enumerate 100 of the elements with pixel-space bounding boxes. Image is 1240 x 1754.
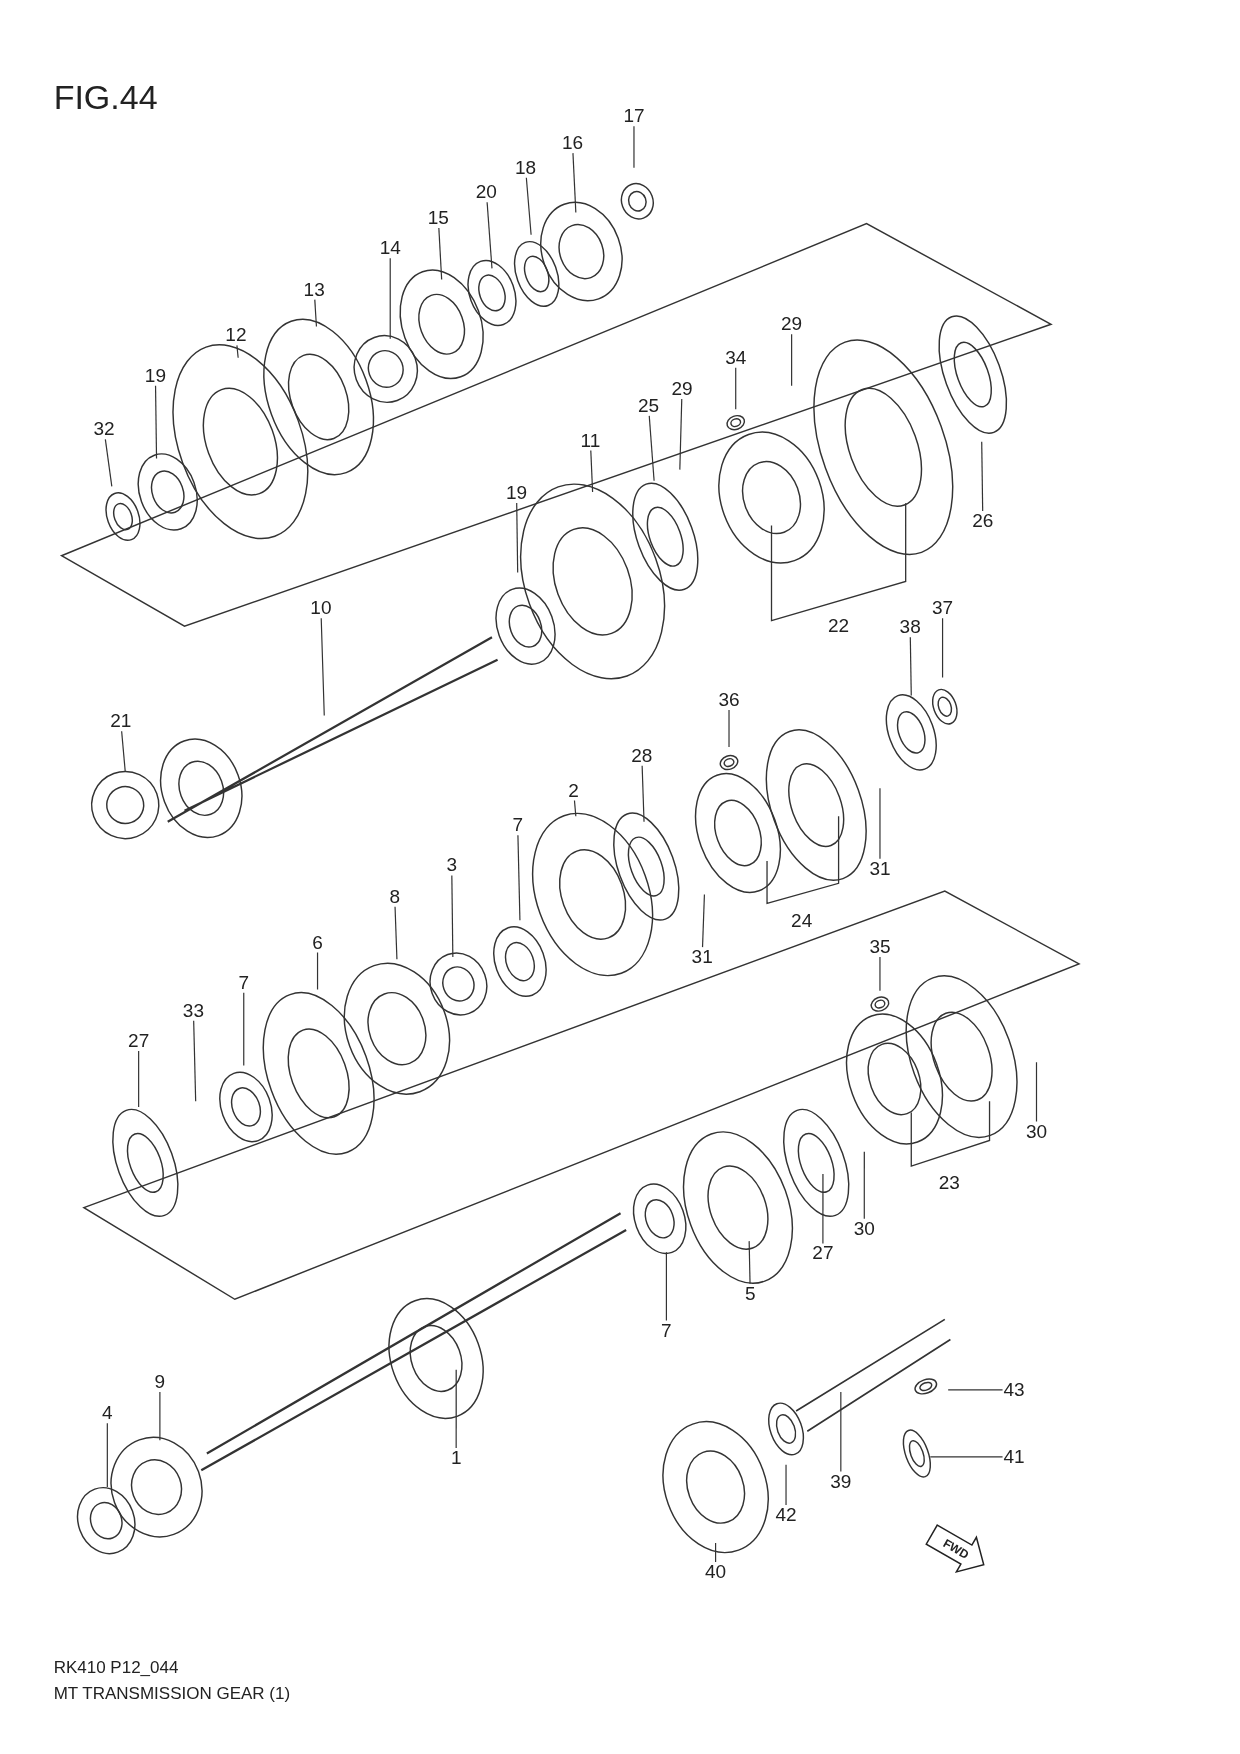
leader-line xyxy=(236,344,239,359)
leader-line xyxy=(648,415,655,482)
leader-line xyxy=(316,952,319,991)
callout-number: 21 xyxy=(109,711,133,732)
callout-number: 30 xyxy=(1024,1121,1049,1142)
leader-line xyxy=(516,502,519,574)
leader-line xyxy=(791,333,793,387)
callout-number: 34 xyxy=(724,347,748,368)
callout-number: 35 xyxy=(868,937,892,958)
callout-number: 30 xyxy=(852,1218,876,1239)
leader-line xyxy=(104,438,113,487)
callout-number: 7 xyxy=(511,815,524,836)
callout-number: 1 xyxy=(449,1448,463,1469)
leader-line xyxy=(243,992,245,1067)
callout-number: 11 xyxy=(579,430,602,451)
callout-number: 25 xyxy=(636,395,661,416)
leader-line xyxy=(929,1456,1004,1458)
callout-number: 19 xyxy=(143,365,167,386)
leader-line xyxy=(455,1369,457,1449)
leader-line xyxy=(517,834,521,921)
callout-number: 42 xyxy=(774,1505,798,1526)
leader-line xyxy=(785,1464,787,1506)
diagram-caption: MT TRANSMISSION GEAR (1) xyxy=(53,1683,291,1704)
callout-number: 20 xyxy=(474,182,498,203)
leader-line xyxy=(701,893,705,948)
callout-number: 5 xyxy=(743,1283,757,1304)
callout-number: 38 xyxy=(898,617,922,638)
leader-line xyxy=(159,1391,161,1441)
leader-line xyxy=(665,1251,667,1322)
callout-number: 39 xyxy=(829,1471,853,1492)
leader-line xyxy=(863,1151,865,1220)
callout-number: 37 xyxy=(931,598,955,619)
callout-number: 19 xyxy=(505,483,529,504)
part-code: RK410 P12_044 xyxy=(53,1658,179,1679)
callout-number: 33 xyxy=(181,1000,205,1021)
leader-line xyxy=(314,299,318,328)
callout-number: 8 xyxy=(388,886,401,907)
callout-number: 17 xyxy=(622,106,646,127)
callout-number: 13 xyxy=(302,279,326,300)
callout-number: 3 xyxy=(445,855,458,876)
leader-line xyxy=(822,1173,824,1244)
leader-line xyxy=(641,765,645,823)
leader-line xyxy=(438,227,443,281)
leader-line xyxy=(715,1542,717,1563)
leader-line xyxy=(879,956,881,992)
figure-title: FIG.44 xyxy=(53,78,158,118)
callout-number: 24 xyxy=(791,910,813,933)
leader-line xyxy=(193,1020,197,1102)
callout-number: 41 xyxy=(1002,1446,1026,1467)
leader-line xyxy=(451,874,454,958)
leader-line xyxy=(573,799,577,817)
leader-line xyxy=(942,617,944,679)
leader-line xyxy=(590,449,594,493)
callout-number: 4 xyxy=(101,1403,114,1424)
leader-line xyxy=(320,617,325,717)
leader-line xyxy=(394,906,398,960)
callout-number: 32 xyxy=(92,419,116,440)
callout-number: 18 xyxy=(513,157,538,178)
callout-number: 6 xyxy=(311,932,324,953)
leader-line xyxy=(840,1391,842,1473)
leader-line xyxy=(679,398,683,471)
callout-number: 29 xyxy=(670,379,694,400)
direction-label: FWD xyxy=(940,1535,972,1562)
leader-line xyxy=(572,152,577,214)
leader-line xyxy=(909,636,912,697)
callout-number: 31 xyxy=(690,947,714,968)
callout-number: 9 xyxy=(153,1372,167,1392)
callout-number: 36 xyxy=(717,689,741,710)
leader-line xyxy=(138,1050,140,1108)
leader-line xyxy=(154,385,158,460)
callout-number: 26 xyxy=(971,511,995,532)
callout-number: 43 xyxy=(1002,1379,1026,1400)
callout-number: 12 xyxy=(224,325,248,346)
leader-line xyxy=(947,1389,1004,1391)
callout-number: 28 xyxy=(630,745,654,766)
leader-line xyxy=(106,1422,108,1488)
leader-line xyxy=(1035,1061,1038,1123)
callout-number: 31 xyxy=(868,858,892,879)
callout-number: 7 xyxy=(237,972,251,993)
leader-line xyxy=(633,125,635,169)
leader-line xyxy=(748,1240,751,1285)
callout-number: 15 xyxy=(426,208,450,229)
callout-number: 40 xyxy=(704,1562,728,1583)
leader-line xyxy=(121,730,126,773)
callout-number: 10 xyxy=(309,598,333,619)
leader-line xyxy=(389,257,391,340)
callout-number: 27 xyxy=(127,1030,151,1051)
callout-number: 23 xyxy=(938,1171,960,1194)
leader-line xyxy=(728,709,730,748)
leader-line xyxy=(879,787,881,860)
leader-line xyxy=(486,201,493,269)
leader-line xyxy=(981,441,984,512)
callout-number: 2 xyxy=(567,780,580,801)
leader-line xyxy=(525,177,532,236)
callout-number: 16 xyxy=(560,133,585,154)
callout-number: 14 xyxy=(378,238,402,259)
callout-number: 27 xyxy=(811,1243,835,1264)
callout-number: 22 xyxy=(828,615,850,638)
leader-line xyxy=(735,367,737,410)
callout-number: 7 xyxy=(660,1320,673,1341)
